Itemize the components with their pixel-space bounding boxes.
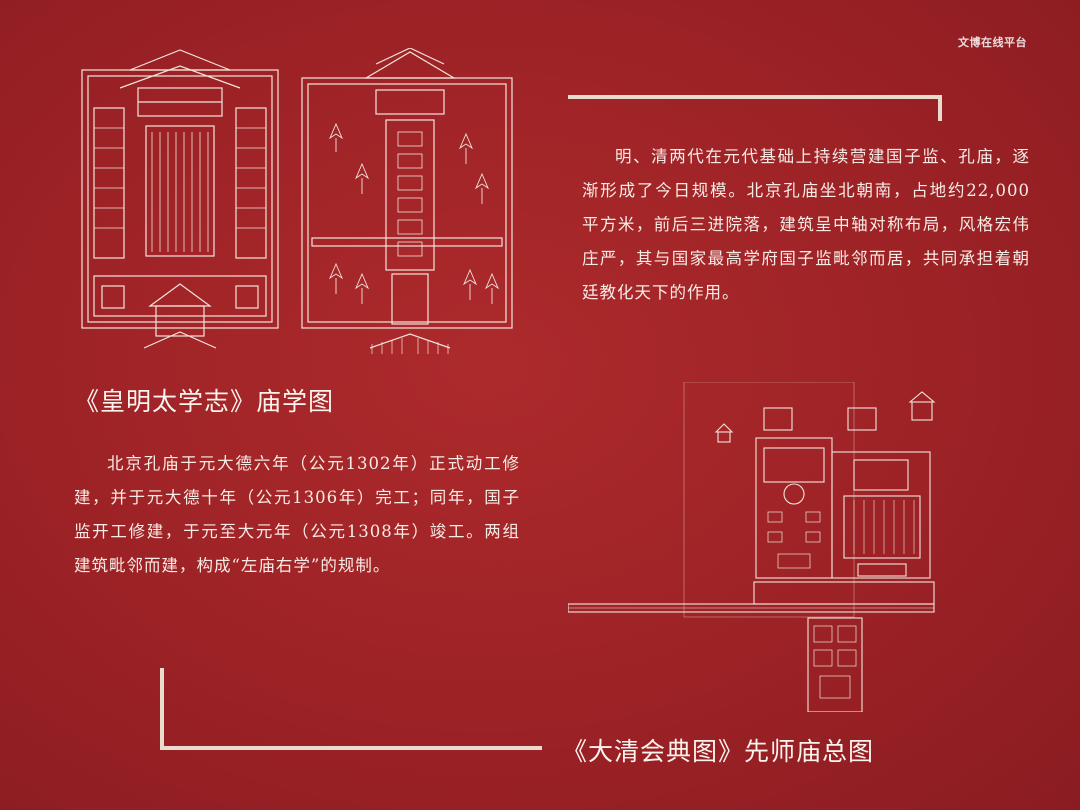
frame-line-bottom-corner [160, 668, 164, 750]
temple-school-plan-drawing [80, 48, 520, 360]
frame-line-top [568, 95, 942, 99]
paragraph-ming-qing-construction: 明、清两代在元代基础上持续营建国子监、孔庙，逐渐形成了今日规模。北京孔庙坐北朝南… [582, 140, 1030, 310]
school-plan-panel [301, 48, 513, 354]
paragraph-yuan-text: 北京孔庙于元大德六年（公元1302年）正式动工修建，并于元大德十年（公元1306… [74, 454, 520, 575]
paragraph-yuan-construction: 北京孔庙于元大德六年（公元1302年）正式动工修建，并于元大德十年（公元1306… [74, 447, 520, 583]
frame-line-bottom [160, 746, 542, 750]
caption-temple-school-plan: 《皇明太学志》庙学图 [74, 387, 335, 416]
watermark-text: 文博在线平台 [958, 36, 1027, 49]
temple-plan-panel [81, 49, 279, 349]
paragraph-ming-qing-text: 明、清两代在元代基础上持续营建国子监、孔庙，逐渐形成了今日规模。北京孔庙坐北朝南… [582, 147, 1030, 302]
temple-general-plan-drawing [568, 382, 958, 712]
caption-temple-general-plan: 《大清会典图》先师庙总图 [562, 737, 875, 766]
frame-line-top-corner [938, 95, 942, 121]
